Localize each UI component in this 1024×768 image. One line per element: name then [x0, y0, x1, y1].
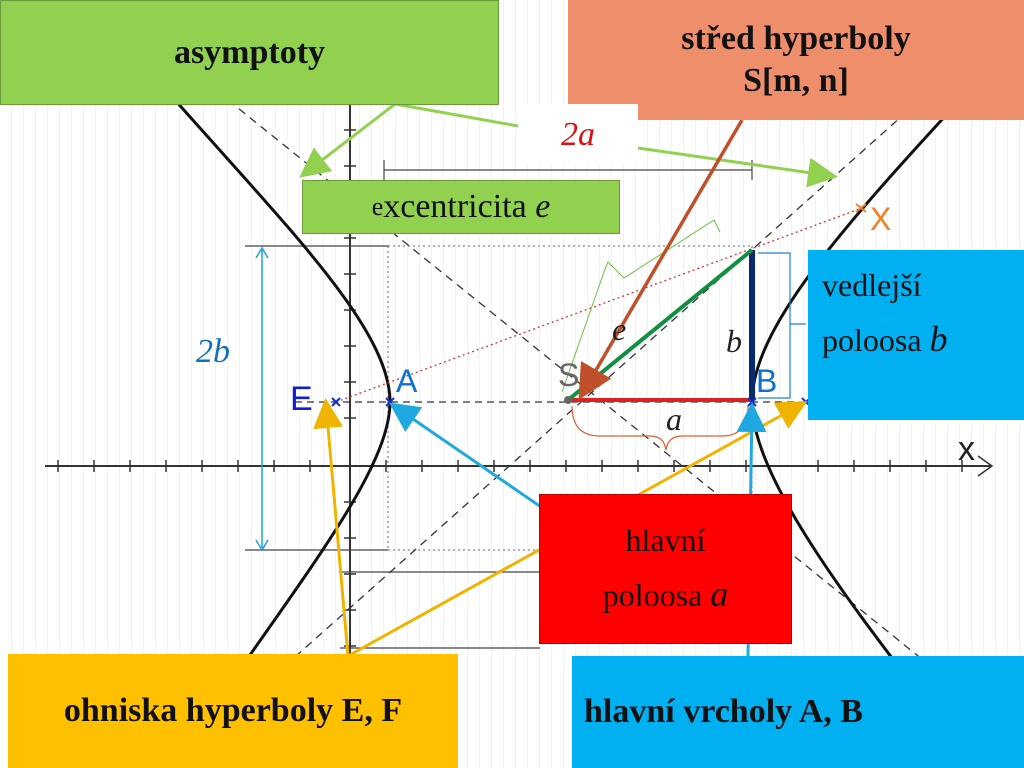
- label-vertex-a: A: [396, 363, 418, 399]
- major-semiaxis-symbol: a: [710, 573, 729, 614]
- major-semiaxis-callout: hlavní poloosa a: [539, 494, 792, 644]
- brace-b: [758, 252, 806, 399]
- two-b-dimension: [255, 246, 269, 552]
- arrow-asymptote-right-2: [637, 146, 838, 188]
- arrow-vertex-a: [389, 402, 561, 522]
- center-callout: střed hyperboly S[m, n]: [568, 0, 1024, 120]
- label-focus-e: E: [290, 380, 313, 418]
- label-e: e: [612, 311, 626, 347]
- focus-to-point-line: [335, 207, 863, 403]
- asymptotes: [221, 99, 1001, 723]
- label-point-x: X: [870, 201, 891, 237]
- label-x-axis: x: [958, 430, 975, 468]
- asymptotes-callout-text: asymptoty: [173, 33, 326, 71]
- point-x-marker: [855, 203, 867, 213]
- arrow-center: [578, 119, 744, 401]
- label-center-s: S: [558, 357, 579, 393]
- brace-e: [561, 219, 721, 393]
- two-a-label: 2a: [518, 104, 638, 166]
- eccentricity-symbol: e: [535, 188, 551, 225]
- x-axis: [45, 455, 994, 477]
- arrow-asymptote-right: [394, 102, 519, 128]
- brace-a: [571, 405, 749, 451]
- label-b: b: [726, 323, 742, 359]
- minor-semiaxis-line1: vedlejší: [822, 267, 922, 303]
- center-callout-line1: střed hyperboly: [681, 19, 911, 57]
- label-vertex-b: B: [756, 363, 777, 399]
- arrow-focus-e: [313, 398, 350, 657]
- major-semiaxis-line1: hlavní: [625, 521, 706, 558]
- two-a-text: 2a: [561, 116, 595, 153]
- foci-callout: ohniska hyperboly E, F: [8, 654, 458, 768]
- center-point: [564, 396, 572, 404]
- center-callout-line2: S[m, n]: [743, 62, 849, 99]
- minor-semiaxis-callout: vedlejší poloosa b: [808, 250, 1024, 420]
- minor-semiaxis-line2: poloosa: [822, 322, 922, 359]
- label-a: a: [666, 401, 682, 437]
- vertices-callout: hlavní vrcholy A, B: [572, 656, 1024, 768]
- major-semiaxis-line2: poloosa: [602, 576, 703, 613]
- minor-semiaxis-symbol: b: [929, 319, 948, 360]
- eccentricity-prefix: e: [371, 192, 384, 221]
- vertices-callout-text: hlavní vrcholy A, B: [584, 693, 863, 730]
- arrow-asymptote-left: [299, 102, 396, 178]
- foci-callout-text: ohniska hyperboly E, F: [63, 692, 403, 730]
- asymptotes-callout: asymptoty: [0, 0, 499, 105]
- eccentricity-word: xcentricita: [383, 188, 527, 225]
- label-two-b: 2b: [196, 333, 230, 370]
